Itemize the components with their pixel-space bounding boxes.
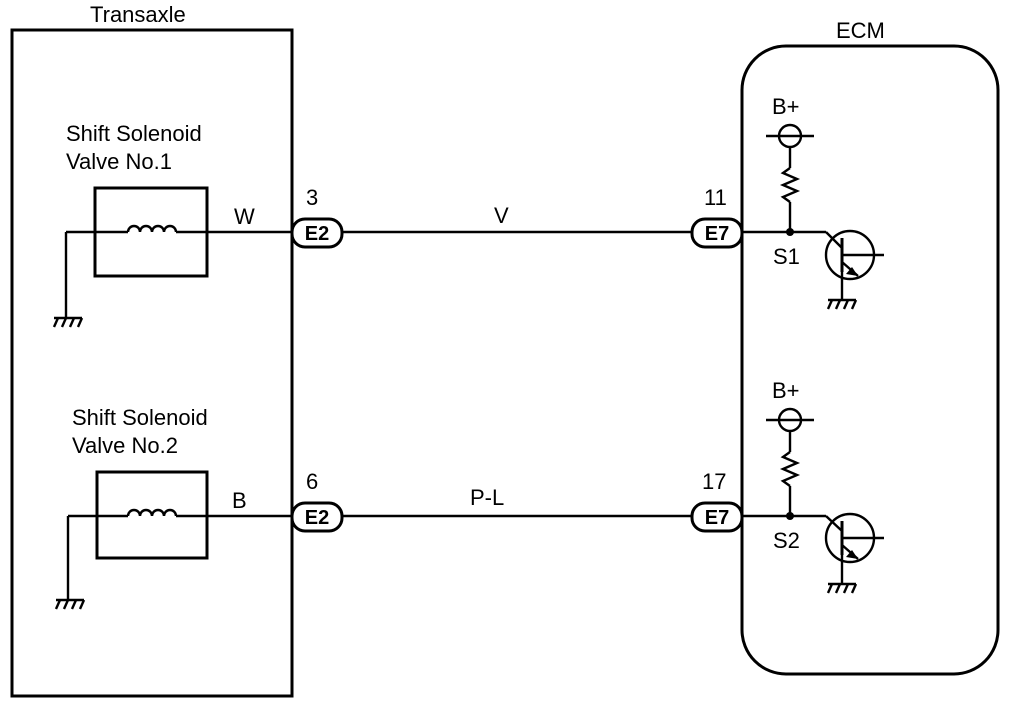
solenoid-1-name-line2: Valve No.1 [66, 149, 172, 174]
solenoid-2-coil-icon [126, 508, 178, 517]
ground-icon [54, 598, 86, 610]
svg-text:E2: E2 [305, 223, 329, 245]
solenoid-2-name-line2: Valve No.2 [72, 433, 178, 458]
ecm-title: ECM [836, 18, 885, 43]
connector-e2-pin-6: 6 [306, 469, 318, 494]
transaxle-title: Transaxle [90, 2, 186, 27]
connector-e7-b: E7 [690, 501, 744, 533]
connector-e2-pin-3: 3 [306, 185, 318, 210]
connector-e2-a: E2 [290, 217, 344, 249]
solenoid-2-name-line1: Shift Solenoid [72, 405, 208, 430]
circuit-1: Shift Solenoid Valve No.1 W 3 E2 V 11 [52, 94, 884, 328]
resistor-icon [779, 451, 801, 487]
ground-icon [826, 582, 858, 594]
supply-b-plus-1: B+ [772, 94, 800, 119]
transaxle-section: Transaxle [10, 2, 294, 698]
transistor-icon [824, 512, 884, 584]
connector-e2-b: E2 [290, 501, 344, 533]
solenoid-1-name-line1: Shift Solenoid [66, 121, 202, 146]
svg-text:E7: E7 [705, 223, 729, 245]
solenoid-2-wire-color: B [232, 488, 247, 513]
ground-icon [52, 316, 84, 328]
terminal-s1: S1 [773, 244, 800, 269]
connector-e7-a: E7 [690, 217, 744, 249]
resistor-icon [779, 167, 801, 203]
solenoid-1-wire-color: W [234, 204, 255, 229]
supply-terminal-icon [766, 407, 814, 433]
transaxle-box [10, 28, 294, 698]
circuit-2: Shift Solenoid Valve No.2 B 6 E2 P-L 17 … [54, 378, 884, 610]
supply-b-plus-2: B+ [772, 378, 800, 403]
transistor-icon [824, 229, 884, 300]
solenoid-1-coil-icon [126, 224, 178, 233]
terminal-s2: S2 [773, 528, 800, 553]
ecm-box [740, 44, 1000, 676]
harness-1-color: V [494, 203, 509, 228]
supply-terminal-icon [766, 123, 814, 149]
svg-text:E2: E2 [305, 507, 329, 529]
connector-e7-pin-17: 17 [702, 469, 726, 494]
ground-icon [826, 298, 858, 310]
svg-text:E7: E7 [705, 507, 729, 529]
harness-2-color: P-L [470, 485, 504, 510]
ecm-section: ECM [740, 18, 1000, 676]
connector-e7-pin-11: 11 [704, 185, 727, 210]
